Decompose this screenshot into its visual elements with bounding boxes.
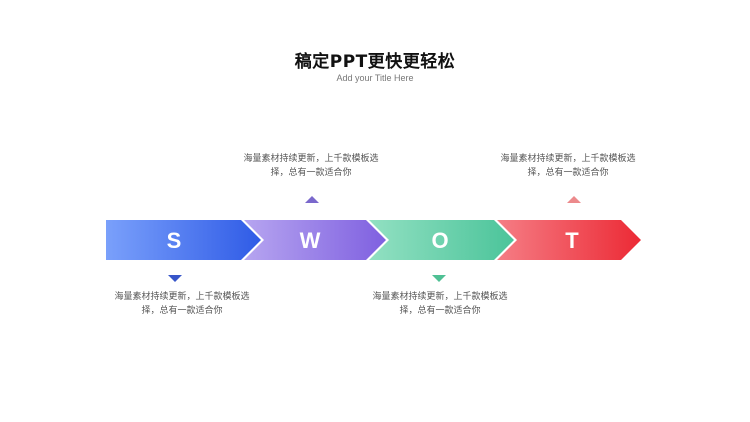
o-segment — [369, 220, 514, 260]
s-segment — [106, 220, 261, 260]
o-description: 海量素材持续更新，上千款模板选 择，总有一款适合你 — [350, 290, 530, 318]
t-segment — [497, 220, 641, 260]
s-letter: S — [167, 228, 182, 253]
w-marker-triangle — [305, 196, 319, 203]
w-letter: W — [300, 228, 321, 253]
o-letter: O — [431, 228, 448, 253]
o-description-line2: 择，总有一款适合你 — [399, 306, 481, 316]
t-letter: T — [565, 228, 579, 253]
w-segment — [244, 220, 386, 260]
t-description: 海量素材持续更新，上千款模板选 择，总有一款适合你 — [478, 152, 658, 180]
w-description-line1: 海量素材持续更新，上千款模板选 — [243, 154, 379, 164]
s-description: 海量素材持续更新，上千款模板选 择，总有一款适合你 — [92, 290, 272, 318]
s-description-line1: 海量素材持续更新，上千款模板选 — [114, 292, 250, 302]
w-description: 海量素材持续更新，上千款模板选 择，总有一款适合你 — [221, 152, 401, 180]
w-description-line2: 择，总有一款适合你 — [270, 168, 352, 178]
s-description-line2: 择，总有一款适合你 — [141, 306, 223, 316]
t-marker-triangle — [567, 196, 581, 203]
o-marker-triangle — [432, 275, 446, 282]
t-description-line2: 择，总有一款适合你 — [527, 168, 609, 178]
page-subtitle: Add your Title Here — [336, 73, 414, 83]
o-description-line1: 海量素材持续更新，上千款模板选 — [372, 292, 508, 302]
t-description-line1: 海量素材持续更新，上千款模板选 — [500, 154, 636, 164]
page-title: 稿定PPT更快更轻松 — [294, 52, 456, 72]
s-marker-triangle — [168, 275, 182, 282]
